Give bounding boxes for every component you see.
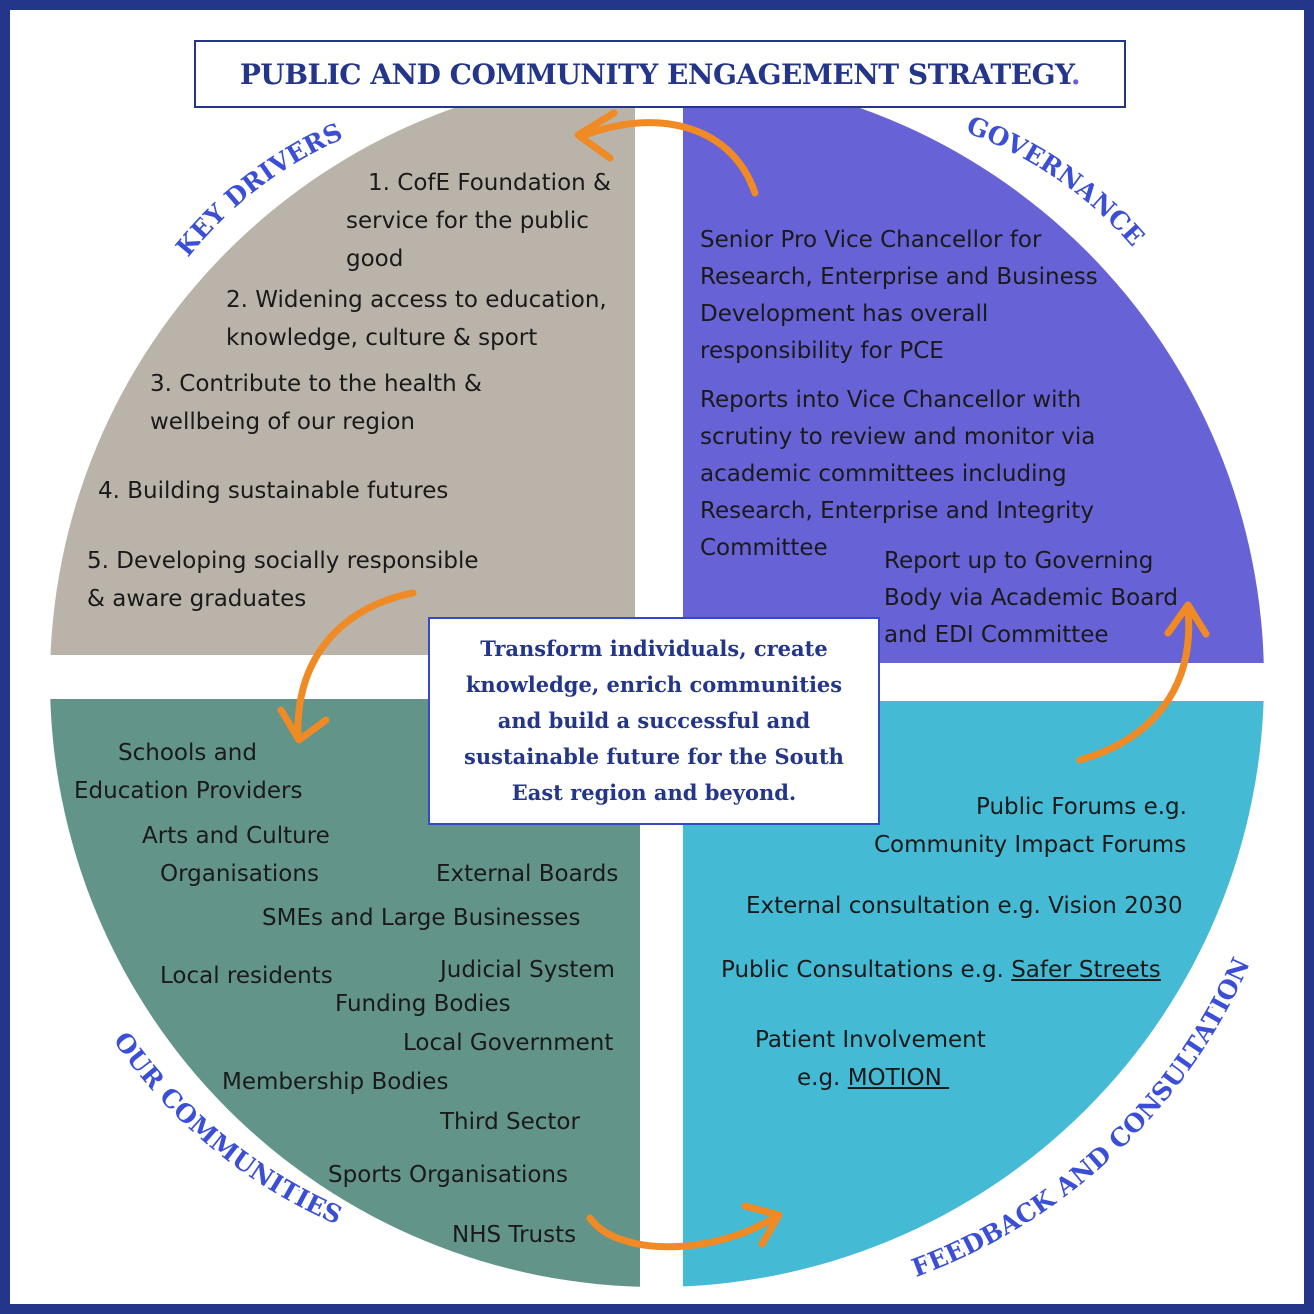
community-item: NHS Trusts [452,1222,577,1248]
public-consultations-label: Public Consultations e.g. [721,957,1012,983]
community-item: Judicial System [440,957,615,983]
community-item: Third Sector [440,1109,580,1135]
governance-governing-body: Report up to Governing Body via Academic… [884,548,1178,648]
arrow-head-bottom [741,1202,783,1248]
arrow-head-left [277,706,330,744]
driver-item: good [346,246,404,272]
feedback-external-consultation: External consultation e.g. Vision 2030 [746,893,1183,919]
motion-link[interactable]: MOTION [847,1065,950,1091]
feedback-patient-example: e.g. MOTION [797,1059,949,1097]
safer-streets-link[interactable]: Safer Streets [1011,957,1161,983]
community-item: Funding Bodies [335,991,511,1017]
community-item: Local Government [403,1030,614,1056]
governance-reports: Reports into Vice Chancellor with scruti… [700,387,1096,561]
driver-item: service for the public [346,208,589,234]
driver-item: 5. Developing socially responsible [87,548,479,574]
community-item: External Boards [436,861,619,887]
patient-example-prefix: e.g. [797,1065,848,1091]
community-item: Organisations [160,861,319,887]
feedback-forums: Public Forums e.g. [976,794,1187,820]
driver-item: 4. Building sustainable futures [98,478,449,504]
center-statement-box: Transform individuals, create knowledge,… [428,617,880,825]
community-item: Local residents [160,963,333,989]
center-statement: Transform individuals, create knowledge,… [464,636,844,805]
community-item: Sports Organisations [328,1162,568,1188]
driver-item: 2. Widening access to education, [226,287,607,313]
driver-item: wellbeing of our region [150,409,416,435]
title-box: PUBLIC AND COMMUNITY ENGAGEMENT STRATEGY… [194,40,1126,108]
governance-responsibility: Senior Pro Vice Chancellor for Research,… [700,227,1098,364]
driver-item: & aware graduates [87,586,307,612]
feedback-patient-involvement: Patient Involvement [755,1027,986,1053]
community-item: Education Providers [74,778,303,804]
arrow-communities-to-feedback [586,1213,779,1251]
arrow-head-right [1164,601,1210,638]
feedback-forums-detail: Community Impact Forums [874,832,1187,858]
driver-item: 3. Contribute to the health & [150,371,482,397]
arrow-feedback-to-governance [1076,606,1193,764]
arrow-governance-to-drivers [581,119,759,197]
community-item: Arts and Culture [142,823,330,849]
arrow-head-top [574,109,618,162]
driver-item: knowledge, culture & sport [226,325,538,351]
page-title: PUBLIC AND COMMUNITY ENGAGEMENT STRATEGY… [239,57,1081,91]
community-item: Membership Bodies [222,1069,449,1095]
community-item: Schools and [118,740,257,766]
feedback-public-consultations: Public Consultations e.g. Safer Streets [721,951,1161,989]
arrow-drivers-to-communities [294,589,417,742]
community-item: SMEs and Large Businesses [262,905,581,931]
driver-item: 1. CofE Foundation & [368,170,611,196]
diagram-canvas: KEY DRIVERS GOVERNANCE OUR COMMUNITIES F… [50,73,1264,1287]
